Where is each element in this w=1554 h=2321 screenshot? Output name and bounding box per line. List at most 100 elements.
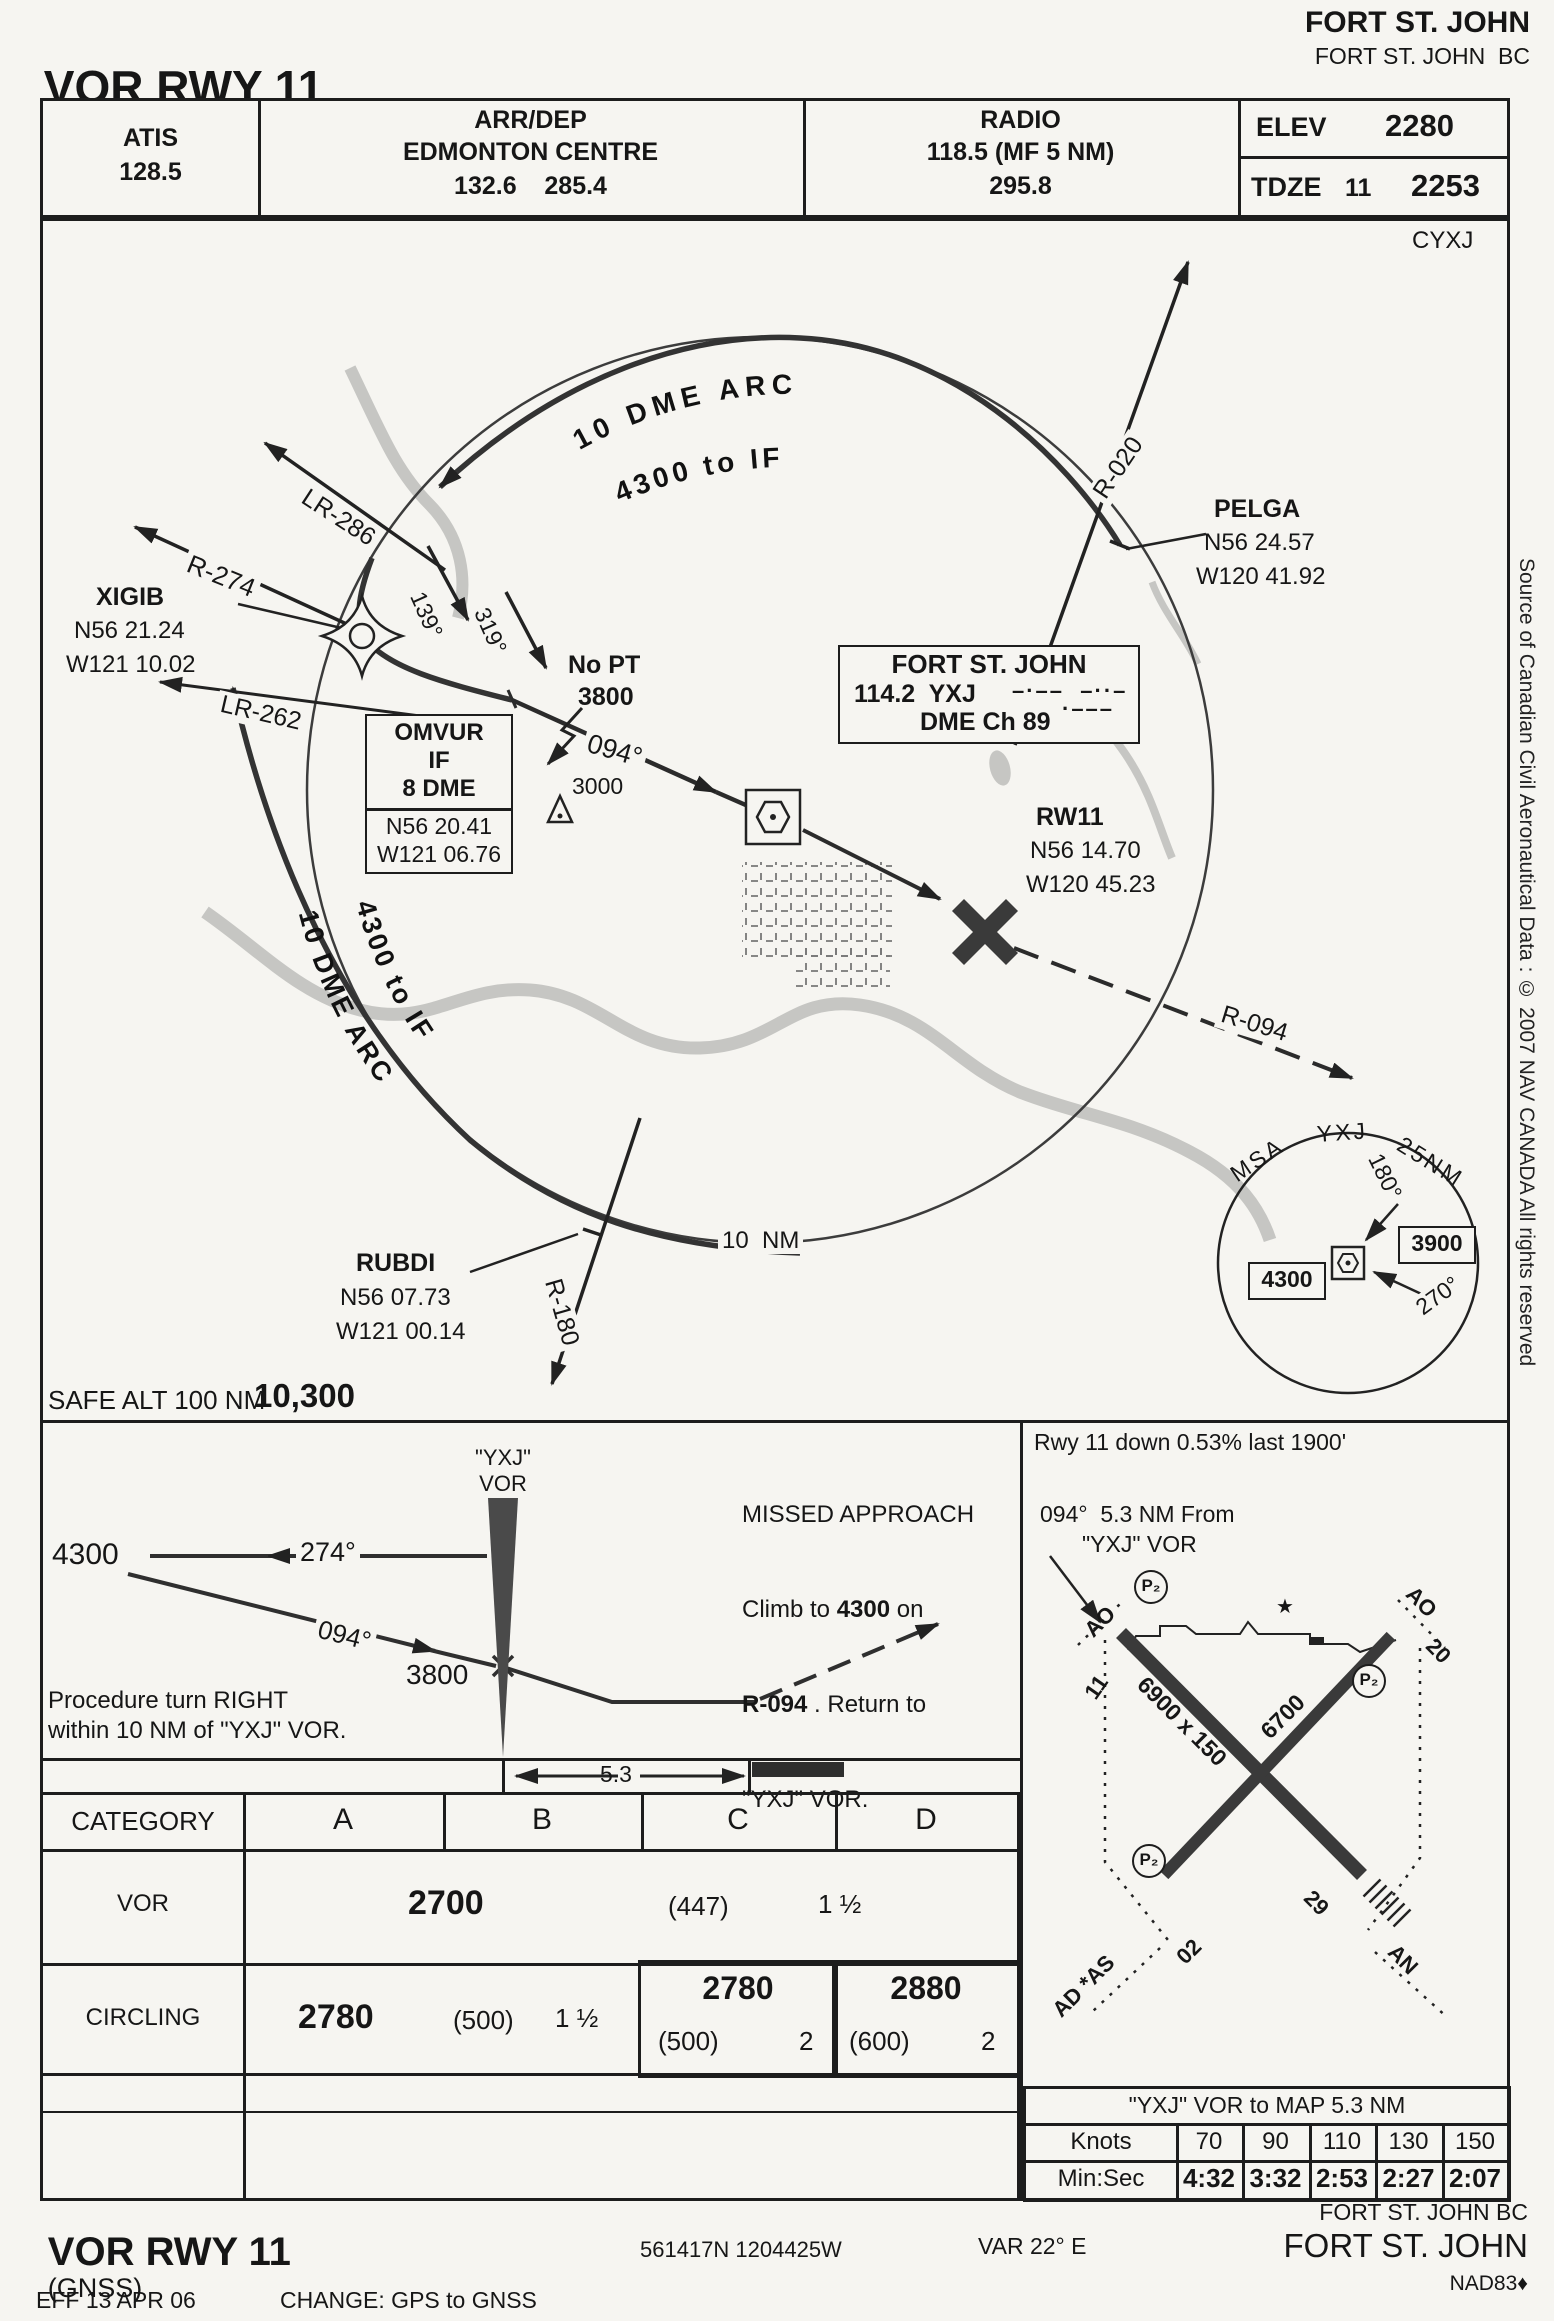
omvur-name: OMVUR <box>394 719 484 746</box>
map-tick-right <box>748 1758 751 1792</box>
footer-title: VOR RWY 11 (GNSS) <box>30 2212 291 2321</box>
knots-70: 70 <box>1195 2128 1223 2155</box>
atis-label: ATIS <box>122 124 179 152</box>
footer-title-main: VOR RWY 11 <box>47 2229 291 2274</box>
minima-vor-mda: 2700 <box>408 1884 484 1922</box>
footer-title-suffix: (GNSS) <box>47 2272 143 2303</box>
missed-l3a: R-094 <box>742 1691 808 1719</box>
pelga-lat: N56 24.57 <box>1204 529 1315 556</box>
vor-symbol-icon <box>744 788 802 846</box>
p2-badge-top: P₂ <box>1134 1570 1168 1604</box>
radio-value: 118.5 (MF 5 NM) <box>926 138 1115 166</box>
missed-l2b: 4300 <box>836 1596 891 1624</box>
minsec-130: 2:27 <box>1382 2163 1435 2193</box>
minima-circ-c-hat: (500) <box>658 2026 719 2056</box>
p2-badge-bottom-label: P₂ <box>1139 1850 1159 1869</box>
minima-circling-label: CIRCLING <box>85 2004 201 2031</box>
minsec-label: Min:Sec <box>1057 2165 1145 2192</box>
map-tick-left <box>502 1758 505 1792</box>
ring-label: 10 NM <box>718 1227 804 1255</box>
vor-morse-2: ·––– <box>1062 696 1115 721</box>
profile-alt-3800: 3800 <box>406 1659 469 1690</box>
rw11-lat: N56 14.70 <box>1030 837 1141 864</box>
knots-90: 90 <box>1262 2128 1289 2155</box>
minima-vor-hat: (447) <box>668 1891 729 1921</box>
speed-table: "YXJ" VOR to MAP 5.3 NM Knots 70 90 110 … <box>1023 2086 1511 2202</box>
tdze-value: 2253 <box>1411 168 1480 203</box>
msa-alt-west-box: 4300 <box>1248 1262 1326 1300</box>
minima-cat-b: B <box>531 1803 552 1836</box>
obstacle-elev: 3000 <box>572 773 624 799</box>
msa-alt-west: 4300 <box>1261 1266 1313 1292</box>
no-pt-line1: No PT <box>568 651 641 679</box>
missed-approach-text: MISSED APPROACH Climb to 4300 on R-094 .… <box>742 1436 974 1879</box>
vor-info-box: FORT ST. JOHN 114.2 YXJ –·–– –··– ·––– D… <box>838 645 1140 744</box>
map-note-line2: "YXJ" VOR <box>1082 1531 1197 1557</box>
minima-circ-ab-mda: 2780 <box>298 1998 374 2036</box>
footer-coords: 561417N 1204425W <box>640 2237 842 2262</box>
xigib-lat: N56 21.24 <box>74 617 185 644</box>
rwy-gradient-note: Rwy 11 down 0.53% last 1900' <box>1034 1429 1347 1455</box>
rw11-symbol-icon <box>951 898 1019 966</box>
minima-cat-a: A <box>332 1803 353 1836</box>
missed-l3: R-094 . Return to <box>742 1689 974 1721</box>
apron-star-icon: ★ <box>1276 1596 1294 1618</box>
omvur-dme: 8 DME <box>402 775 476 802</box>
obstacle-icon <box>546 793 574 824</box>
minima-circ-c-cell <box>638 1960 838 2078</box>
elev-value: 2280 <box>1385 108 1454 143</box>
chart-id: CYXJ <box>1412 227 1474 254</box>
minima-circ-d-vis: 2 <box>981 2026 996 2056</box>
profile-crs-274: 274° <box>296 1537 360 1568</box>
minsec-90: 3:32 <box>1249 2163 1302 2193</box>
radio-label: RADIO <box>980 106 1061 134</box>
minsec-150: 2:07 <box>1448 2163 1502 2193</box>
procedure-turn-line1: Procedure turn RIGHT <box>48 1687 289 1714</box>
footer-airport: FORT ST. JOHN <box>1283 2227 1528 2264</box>
minima-circ-d-mda: 2880 <box>890 1970 962 2006</box>
minima-vor-vis: 1 ½ <box>818 1889 862 1919</box>
minima-cat-d: D <box>915 1803 937 1836</box>
p2-badge-right-label: P₂ <box>1359 1670 1379 1689</box>
minima-vor-label: VOR <box>116 1890 169 1917</box>
minima-circ-c-mda: 2780 <box>702 1970 774 2006</box>
minsec-110: 2:53 <box>1315 2163 1369 2193</box>
profile-baseline <box>40 1758 1023 1761</box>
footer-change: CHANGE: GPS to GNSS <box>280 2287 537 2313</box>
omvur-lat: N56 20.41 <box>385 813 493 839</box>
header-airport: FORT ST. JOHN <box>1304 6 1530 39</box>
radio-freq: 295.8 <box>989 172 1052 200</box>
aerodrome-sketch <box>1049 1555 1449 2019</box>
profile-geometry <box>127 1548 940 1704</box>
map-note-line1: 094° 5.3 NM From <box>1040 1501 1235 1527</box>
omvur-lon: W121 06.76 <box>376 841 502 867</box>
rubdi-name: RUBDI <box>356 1249 436 1277</box>
vor-dme: DME Ch 89 <box>920 708 1051 736</box>
minima-table: CATEGORY A B C D VOR 2700 (447) 1 ½ CIRC… <box>40 1792 1020 2201</box>
msa-yxj: YXJ <box>1315 1117 1369 1147</box>
procedure-turn-line2: within 10 NM of "YXJ" VOR. <box>48 1717 347 1744</box>
rw11-name: RW11 <box>1036 803 1104 831</box>
tdze-rwy: 11 <box>1345 174 1372 202</box>
safe-alt-value: 10,300 <box>254 1377 355 1414</box>
minima-category-label: CATEGORY <box>71 1806 215 1836</box>
pelga-name: PELGA <box>1214 495 1301 523</box>
rubdi-lon: W121 00.14 <box>336 1318 466 1345</box>
tdze-label: TDZE <box>1251 172 1322 202</box>
missed-l4: "YXJ" VOR. <box>742 1786 869 1814</box>
xigib-name: XIGIB <box>96 583 165 611</box>
profile-alt-4300: 4300 <box>52 1538 119 1571</box>
msa-alt-east: 3900 <box>1411 1230 1463 1256</box>
missed-l2: Climb to 4300 on <box>742 1594 974 1626</box>
missed-l2a: Climb to <box>742 1596 837 1624</box>
profile-vor-wedge <box>488 1498 518 1757</box>
minima-circ-d-cell <box>832 1960 1020 2078</box>
omvur-box: OMVUR IF 8 DME N56 20.41 W121 06.76 <box>365 714 513 874</box>
minima-cat-c: C <box>727 1803 749 1836</box>
speed-table-title: "YXJ" VOR to MAP 5.3 NM <box>1128 2092 1406 2118</box>
safe-alt-label: SAFE ALT 100 NM <box>48 1385 266 1415</box>
info-table: ATIS 128.5 ARR/DEP EDMONTON CENTRE 132.6… <box>40 98 1510 218</box>
omvur-role: IF <box>428 747 450 774</box>
